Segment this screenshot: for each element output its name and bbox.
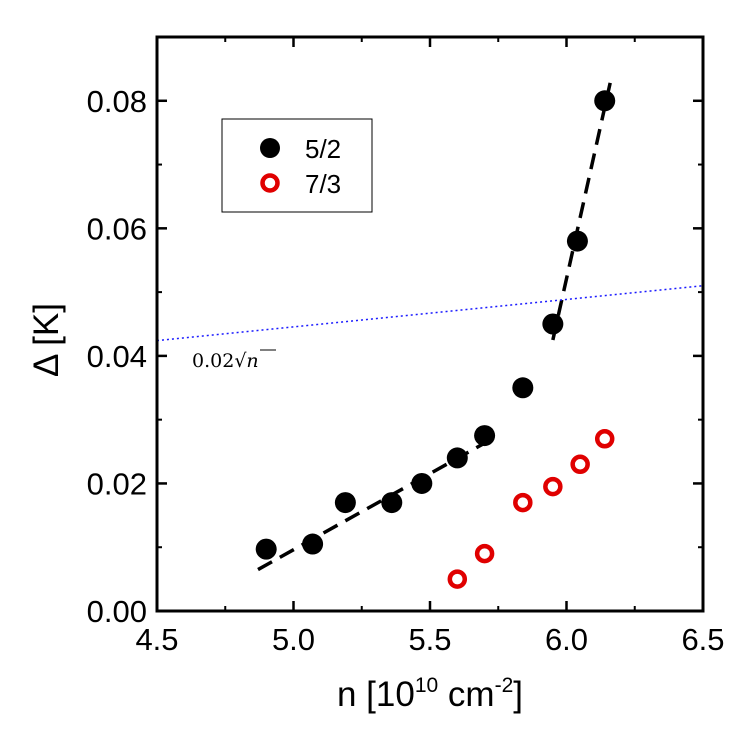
legend-box bbox=[221, 118, 373, 213]
x-axis-title: n [1010 cm-2] bbox=[337, 674, 523, 714]
point-5-2-9 bbox=[566, 230, 588, 252]
y-tick-label-1: 0.02 bbox=[87, 466, 147, 501]
point-5-2-0 bbox=[255, 538, 277, 560]
sqrt-annotation: 0.02√n bbox=[192, 349, 276, 372]
fit-line-dashed-0 bbox=[257, 438, 491, 572]
x-tick-label-3: 6.0 bbox=[545, 622, 588, 657]
annotation-radical: √ bbox=[234, 350, 247, 372]
annotation-prefix: 0.02√n bbox=[192, 350, 259, 372]
legend-label-7-3: 7/3 bbox=[305, 169, 341, 199]
y-tick-label-2: 0.04 bbox=[87, 339, 147, 374]
point-5-2-2 bbox=[334, 492, 356, 514]
point-7-3-4 bbox=[570, 454, 590, 475]
point-7-3-0 bbox=[447, 569, 468, 589]
fit-line-dotted-2 bbox=[156, 284, 704, 342]
x-tick-label-0: 4.5 bbox=[135, 622, 178, 657]
x-tick-label-2: 5.5 bbox=[408, 622, 451, 657]
data-points bbox=[255, 90, 616, 589]
legend: 5/2 7/3 bbox=[221, 118, 373, 213]
y-tick-label-3: 0.06 bbox=[87, 211, 147, 246]
point-5-2-1 bbox=[302, 533, 324, 555]
x-tick-label-4: 6.5 bbox=[681, 622, 724, 657]
point-5-2-10 bbox=[594, 90, 616, 112]
point-5-2-5 bbox=[446, 447, 468, 469]
legend-marker-7-3 bbox=[260, 173, 280, 193]
x-axis-title-mid: cm bbox=[438, 675, 494, 714]
x-axis-title-exp1: 10 bbox=[415, 674, 438, 697]
point-5-2-8 bbox=[542, 313, 564, 335]
point-7-3-1 bbox=[474, 543, 495, 564]
x-axis-title-end: ] bbox=[513, 675, 523, 714]
y-tick-label-0: 0.00 bbox=[87, 594, 147, 629]
point-7-3-2 bbox=[513, 492, 533, 513]
point-5-2-4 bbox=[411, 472, 433, 494]
fit-line-dashed-1 bbox=[551, 82, 612, 341]
x-axis-title-exp2: -2 bbox=[495, 674, 514, 697]
fit-lines bbox=[156, 82, 704, 572]
point-7-3-3 bbox=[543, 476, 563, 497]
y-tick-label-4: 0.08 bbox=[87, 84, 147, 119]
point-5-2-6 bbox=[474, 425, 496, 447]
legend-marker-5-2 bbox=[260, 138, 280, 158]
y-axis-title: Δ [K] bbox=[27, 303, 66, 377]
point-7-3-5 bbox=[594, 429, 615, 449]
legend-label-5-2: 5/2 bbox=[305, 134, 341, 164]
axis-ticks: 4.5 5.0 5.5 6.0 6.5 0.00 0.02 0.04 0.06 0.08 bbox=[87, 37, 725, 657]
point-5-2-7 bbox=[512, 377, 534, 399]
annotation-radicand: n bbox=[246, 350, 258, 372]
point-5-2-3 bbox=[381, 492, 403, 514]
x-tick-label-1: 5.0 bbox=[272, 622, 315, 657]
